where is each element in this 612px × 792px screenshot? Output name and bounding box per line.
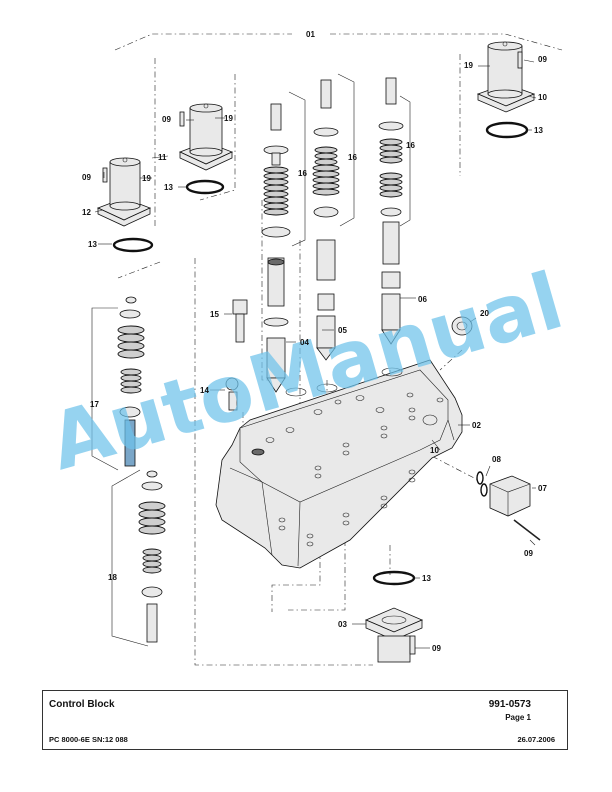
callout-16-middle: 16 <box>348 153 357 162</box>
callout-04: 04 <box>300 338 309 347</box>
machine-model: PC 8000-6E SN:12 088 <box>49 735 128 744</box>
valve-stack-06 <box>378 77 404 345</box>
bracket-16 <box>288 73 411 247</box>
o-ring-13-left-lower <box>112 237 154 253</box>
pressure-valve-18 <box>138 470 166 643</box>
drawing-title: Control Block <box>49 699 115 710</box>
solenoid-valve-10 <box>476 41 536 113</box>
callout-17: 17 <box>90 400 99 409</box>
callout-09-left-lower: 09 <box>82 173 91 182</box>
callout-10-block: 10 <box>430 446 439 455</box>
block-ports <box>251 367 444 547</box>
o-ring-13-left-upper <box>185 179 225 195</box>
o-ring-13-right-upper <box>485 121 529 139</box>
cover-block-07 <box>476 471 541 541</box>
callout-09-bottom: 09 <box>432 644 441 653</box>
eye-bolt-14 <box>225 377 239 411</box>
callout-10-right-upper: 10 <box>538 93 547 102</box>
callout-15: 15 <box>210 310 219 319</box>
plug-20 <box>451 316 473 336</box>
callout-02: 02 <box>472 421 481 430</box>
callout-01: 01 <box>306 30 315 39</box>
valve-stack-05 <box>312 79 340 361</box>
leader-lines <box>94 59 537 649</box>
callout-13-bottom: 13 <box>422 574 431 583</box>
assembly-bracket-01 <box>114 33 563 226</box>
callout-09-bolt: 09 <box>524 549 533 558</box>
callout-18: 18 <box>108 573 117 582</box>
control-block-housing <box>215 359 463 569</box>
callout-07: 07 <box>538 484 547 493</box>
callout-19-right-upper: 19 <box>464 61 473 70</box>
callout-19-left-lower: 19 <box>142 174 151 183</box>
callout-09-left-upper: 09 <box>162 115 171 124</box>
callout-09-right-upper: 09 <box>538 55 547 64</box>
drawing-date: 26.07.2006 <box>517 735 555 744</box>
solenoid-valve-03 <box>364 607 424 663</box>
callout-13-right-upper: 13 <box>534 126 543 135</box>
callout-06: 06 <box>418 295 427 304</box>
callout-labels: 01 02 03 04 05 06 07 08 09 09 09 09 09 1… <box>82 30 547 653</box>
page-number: Page 1 <box>505 713 531 722</box>
callout-16-right: 16 <box>406 141 415 150</box>
callout-14: 14 <box>200 386 209 395</box>
pressure-valve-17 <box>117 296 145 467</box>
bracket-17-18 <box>91 307 149 647</box>
solenoid-valve-12 <box>96 157 152 227</box>
plug-15 <box>232 299 248 343</box>
callout-08: 08 <box>492 455 501 464</box>
callout-19-left-upper: 19 <box>224 114 233 123</box>
callout-03: 03 <box>338 620 347 629</box>
title-block: Control Block 991-0573 Page 1 PC 8000-6E… <box>42 690 568 750</box>
callout-13-left-upper: 13 <box>164 183 173 192</box>
callout-16-left: 16 <box>298 169 307 178</box>
o-ring-13-bottom <box>372 570 416 586</box>
callout-20: 20 <box>480 309 489 318</box>
callout-11: 11 <box>158 153 167 162</box>
document-number: 991-0573 <box>488 699 531 710</box>
exploded-parts-diagram: AutoManual 01 02 03 04 05 06 07 08 09 09… <box>40 30 572 666</box>
solenoid-valve-11 <box>178 103 234 171</box>
callout-05: 05 <box>338 326 347 335</box>
valve-stack-04 <box>261 103 291 393</box>
callout-13-left-lower: 13 <box>88 240 97 249</box>
assembly-lines <box>117 74 479 666</box>
callout-12: 12 <box>82 208 91 217</box>
